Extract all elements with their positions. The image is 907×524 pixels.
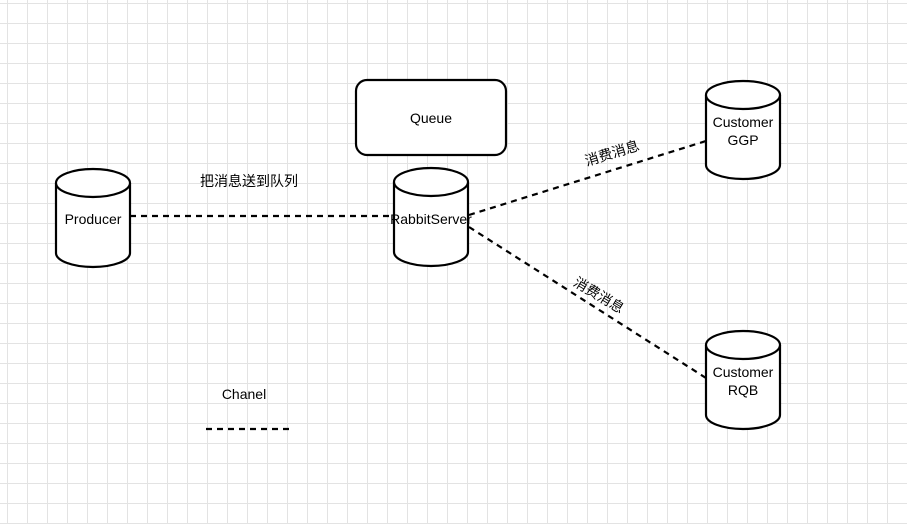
customer-rqb-label-line2: RQB [728, 382, 758, 398]
queue-label: Queue [410, 110, 452, 126]
customer-rqb-label-line1: Customer [713, 364, 774, 380]
rabbit-server-label: RabbitServer [390, 211, 472, 227]
edge-server-to-customer-ggp[interactable] [468, 139, 707, 217]
customer-ggp-label-line2: GGP [727, 132, 758, 148]
customer-ggp-node[interactable]: Customer GGP [704, 79, 782, 181]
customer-ggp-label-line1: Customer [713, 114, 774, 130]
edge-server-to-customer-rqb[interactable] [468, 226, 707, 379]
edge-label-send-to-queue: 把消息送到队列 [200, 173, 298, 189]
rabbit-server-node[interactable]: RabbitServer [390, 166, 472, 268]
customer-rqb-node[interactable]: Customer RQB [704, 329, 782, 431]
producer-node[interactable]: Producer [54, 167, 132, 269]
queue-node[interactable]: Queue [354, 78, 508, 157]
edge-label-consume-ggp: 消费消息 [583, 137, 641, 169]
producer-label: Producer [65, 211, 122, 227]
legend-label: Chanel [222, 386, 266, 402]
